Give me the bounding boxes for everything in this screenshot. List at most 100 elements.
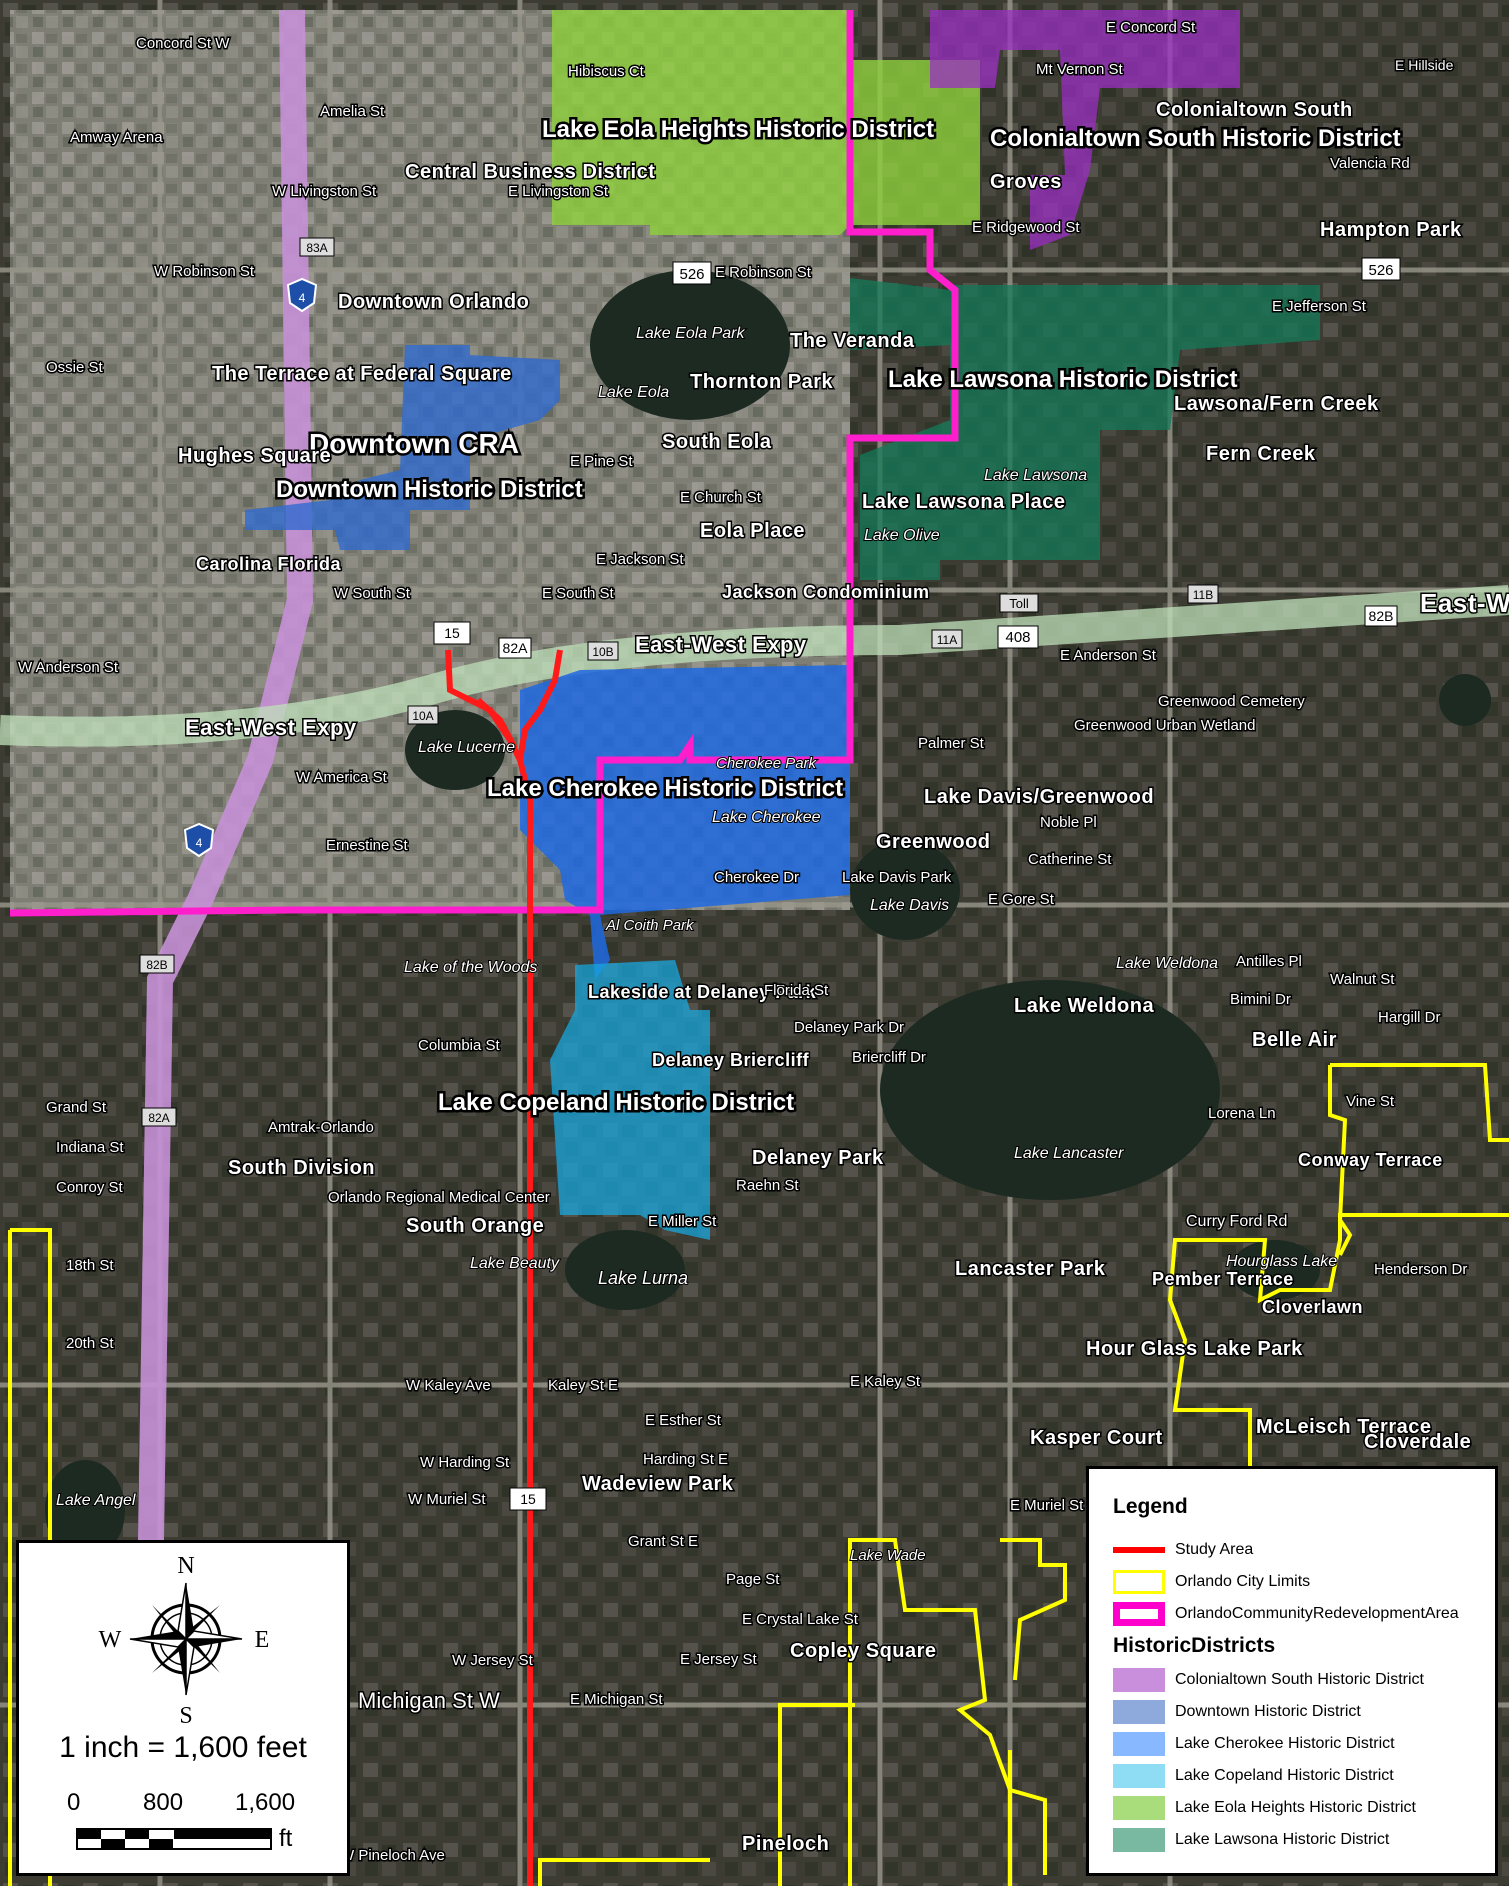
svg-text:Columbia St: Columbia St xyxy=(418,1037,501,1054)
hood-lake-lawsona-place: Lake Lawsona Place xyxy=(862,491,1066,513)
lakes xyxy=(45,270,1491,1560)
svg-text:E Pine St: E Pine St xyxy=(570,453,633,470)
svg-text:Mt Vernon St: Mt Vernon St xyxy=(1036,61,1124,78)
shield-i4-south: 4 xyxy=(196,836,203,850)
svg-text:Grant St E: Grant St E xyxy=(628,1533,698,1550)
scale-box: N S E W 1 inch = 1,600 feet 0 800 1,600 … xyxy=(16,1540,350,1876)
cra-swatch xyxy=(1113,1602,1165,1626)
hood-eola-place: Eola Place xyxy=(700,520,805,542)
district-lake-eola-heights[interactable] xyxy=(552,10,980,235)
district-lake-lawsona[interactable] xyxy=(850,278,1320,580)
svg-text:E Gore St: E Gore St xyxy=(988,891,1055,908)
shield-408: 408 xyxy=(1005,629,1030,646)
compass-west: W xyxy=(99,1627,122,1653)
svg-text:W Pineloch Ave: W Pineloch Ave xyxy=(340,1847,445,1864)
svg-text:E Ridgewood St: E Ridgewood St xyxy=(972,219,1080,236)
exit-11b: 11B xyxy=(1193,588,1213,602)
shield-527-south: 15 xyxy=(520,1491,536,1507)
compass-rose-icon: N S E W xyxy=(99,1553,270,1729)
hood-cloverdale: Cloverdale xyxy=(1364,1431,1471,1453)
hood-amway: Amway Arena xyxy=(70,129,163,146)
hood-wadeview-park: Wadeview Park xyxy=(582,1473,734,1495)
hood-carolina-florida: Carolina Florida xyxy=(196,554,342,574)
hood-groves: Groves xyxy=(990,171,1062,193)
exit-10b: 10B xyxy=(592,645,613,659)
svg-text:Lake Wade: Lake Wade xyxy=(850,1547,926,1564)
svg-text:Greenwood Urban Wetland: Greenwood Urban Wetland xyxy=(1074,717,1256,734)
legend-item-cra: OrlandoCommunityRedevelopmentArea xyxy=(1113,1601,1459,1627)
scale-tick-0: 0 xyxy=(67,1789,81,1816)
district-lake-copeland[interactable] xyxy=(550,960,710,1240)
legend-district-cherokee: Lake Cherokee Historic District xyxy=(1113,1731,1395,1757)
hood-belle-air: Belle Air xyxy=(1252,1029,1337,1051)
hood-lakeside-delaney: Lakeside at Delaney Park xyxy=(588,982,817,1002)
svg-text:W Muriel St: W Muriel St xyxy=(408,1491,486,1508)
city-limits xyxy=(8,1063,1509,1886)
svg-text:Al Coith Park: Al Coith Park xyxy=(605,917,695,934)
label-downtown-cra: Downtown CRA xyxy=(309,428,519,459)
scale-bar xyxy=(76,1828,272,1850)
svg-text:W America St: W America St xyxy=(296,769,388,786)
compass-south: S xyxy=(179,1703,192,1729)
svg-text:Lake Lawsona: Lake Lawsona xyxy=(984,467,1087,484)
legend: Legend Study Area Orlando City Limits Or… xyxy=(1086,1466,1498,1876)
svg-text:Hargill Dr: Hargill Dr xyxy=(1378,1009,1441,1026)
svg-text:Lake Beauty: Lake Beauty xyxy=(470,1255,560,1272)
scale-ratio: 1 inch = 1,600 feet xyxy=(59,1731,307,1764)
hood-pineloch: Pineloch xyxy=(742,1833,829,1855)
svg-text:E Miller St: E Miller St xyxy=(648,1213,717,1230)
svg-text:Delaney Park Dr: Delaney Park Dr xyxy=(794,1019,904,1036)
svg-text:Henderson Dr: Henderson Dr xyxy=(1374,1261,1467,1278)
hood-mcleisch: McLeisch Terrace xyxy=(1256,1416,1432,1438)
label-east-west-expy-1: East-West Expy xyxy=(635,632,807,657)
legend-title: Legend xyxy=(1113,1495,1188,1518)
copeland-swatch xyxy=(1113,1764,1165,1788)
highway-shields: 526 526 15 82A 82B 408 Toll 15 83A 82A 8… xyxy=(139,237,1401,1511)
svg-text:Lorena Ln: Lorena Ln xyxy=(1208,1105,1276,1122)
svg-text:E South St: E South St xyxy=(542,585,615,602)
label-east-west-expy-3: East-West Expy xyxy=(1420,588,1509,618)
svg-text:20th St: 20th St xyxy=(66,1335,114,1352)
svg-text:Curry Ford Rd: Curry Ford Rd xyxy=(1186,1213,1287,1230)
svg-text:Lake Eola: Lake Eola xyxy=(598,384,669,401)
shield-526-east: 526 xyxy=(1368,262,1393,279)
svg-text:E Church St: E Church St xyxy=(680,489,762,506)
study-area-swatch xyxy=(1113,1547,1165,1553)
svg-text:E Jersey St: E Jersey St xyxy=(680,1651,758,1668)
shield-15: 82A xyxy=(503,640,529,656)
east-west-expressway xyxy=(0,585,1509,747)
legend-district-copeland: Lake Copeland Historic District xyxy=(1113,1763,1394,1789)
district-colonialtown-south[interactable] xyxy=(930,10,1240,250)
svg-text:E Concord St: E Concord St xyxy=(1106,19,1196,36)
svg-text:Lake Lurna: Lake Lurna xyxy=(598,1268,688,1288)
hood-conway-terrace: Conway Terrace xyxy=(1298,1150,1443,1170)
svg-text:Page St: Page St xyxy=(726,1571,780,1588)
svg-text:Briercliff Dr: Briercliff Dr xyxy=(852,1049,926,1066)
legend-historic-title: HistoricDistricts xyxy=(1113,1634,1276,1657)
hood-lake-davis-greenwood: Lake Davis/Greenwood xyxy=(924,786,1154,808)
hood-orlando-regional: Orlando Regional Medical Center xyxy=(328,1189,550,1206)
svg-text:Lake Weldona: Lake Weldona xyxy=(1116,955,1218,972)
cra-boundary xyxy=(9,10,959,917)
hood-cbd: Central Business District xyxy=(405,161,655,183)
hood-lake-weldona: Lake Weldona xyxy=(1014,995,1154,1017)
svg-text:Bimini Dr: Bimini Dr xyxy=(1230,991,1291,1008)
hood-jackson-condo: Jackson Condominium xyxy=(722,582,930,602)
district-downtown[interactable] xyxy=(245,345,560,550)
hood-copley-square: Copley Square xyxy=(790,1640,937,1662)
svg-text:Lake Olive: Lake Olive xyxy=(864,527,940,544)
svg-text:E Anderson St: E Anderson St xyxy=(1060,647,1157,664)
compass-east: E xyxy=(255,1627,270,1653)
exit-11a: 11A xyxy=(937,633,957,647)
eola-heights-swatch xyxy=(1113,1796,1165,1820)
svg-text:E Esther St: E Esther St xyxy=(645,1412,722,1429)
svg-text:W Anderson St: W Anderson St xyxy=(18,659,119,676)
svg-text:Hourglass Lake: Hourglass Lake xyxy=(1226,1253,1337,1270)
hood-hour-glass: Hour Glass Lake Park xyxy=(1086,1338,1303,1360)
svg-text:E Crystal Lake St: E Crystal Lake St xyxy=(742,1611,859,1628)
hood-lancaster-park: Lancaster Park xyxy=(955,1258,1106,1280)
svg-text:Palmer St: Palmer St xyxy=(918,735,985,752)
hood-kasper-court: Kasper Court xyxy=(1030,1427,1163,1449)
colonialtown-swatch xyxy=(1113,1668,1165,1692)
